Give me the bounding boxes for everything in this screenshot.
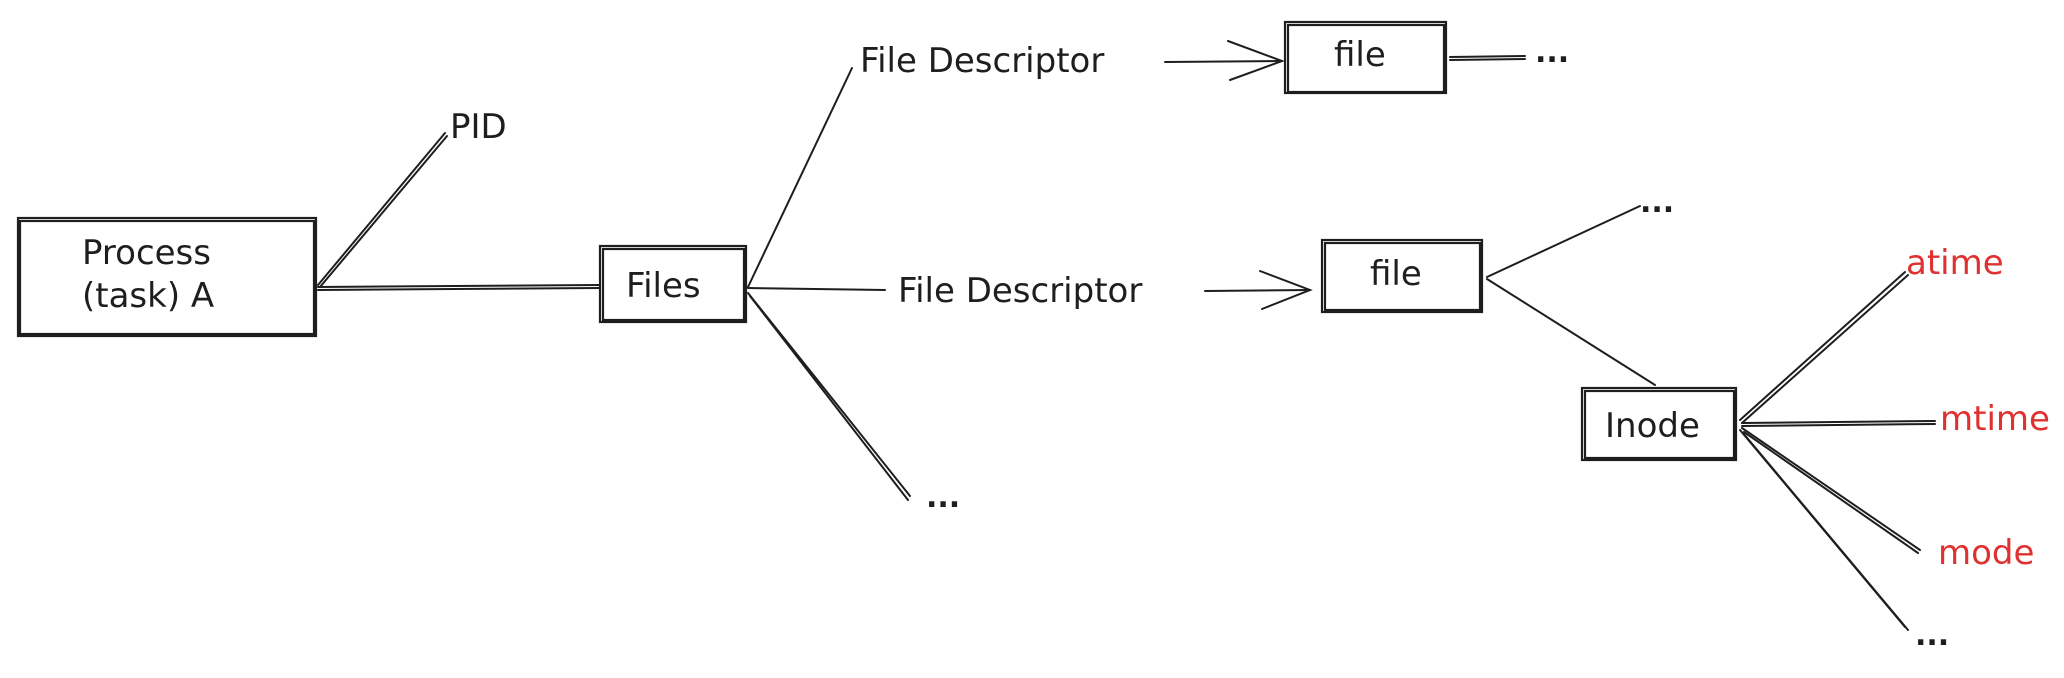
ellipsis-file-top: ... <box>1535 35 1569 70</box>
edge-file-mid-inode <box>1486 278 1656 386</box>
inode-box <box>1580 386 1738 462</box>
file-mid-box <box>1320 238 1484 314</box>
connectors <box>317 40 1936 631</box>
edge-file-mid-more <box>1486 205 1641 278</box>
file-top-label: file <box>1334 35 1386 75</box>
process-label-line1: Process <box>82 233 211 273</box>
edge-process-files <box>317 284 601 288</box>
edge-files-fd-mid <box>747 287 886 291</box>
files-label: Files <box>626 266 701 306</box>
mode-label: mode <box>1938 533 2034 573</box>
file-mid-label: file <box>1370 254 1422 294</box>
edge-inode-atime <box>1739 271 1906 421</box>
atime-label: atime <box>1906 243 2004 283</box>
fd-mid-label: File Descriptor <box>898 271 1142 311</box>
ellipsis-file-mid: ... <box>1640 185 1674 220</box>
process-box <box>16 216 318 338</box>
edge-inode-mtime <box>1741 420 1936 424</box>
files-box <box>598 244 748 324</box>
edge-inode-mode <box>1741 427 1921 551</box>
edge-files-fd-top <box>747 67 853 288</box>
mtime-label: mtime <box>1940 399 2050 439</box>
pid-label: PID <box>450 107 507 147</box>
file-top-box <box>1283 20 1448 95</box>
ellipsis-inode: ... <box>1915 618 1949 653</box>
fd-top-label: File Descriptor <box>860 41 1104 81</box>
inode-label: Inode <box>1605 406 1700 446</box>
arrow-fd-mid-file <box>1204 289 1311 292</box>
edge-file-top-more <box>1449 55 1526 58</box>
ellipsis-files: ... <box>926 480 960 515</box>
arrow-fd-top-file <box>1164 60 1283 63</box>
edge-process-pid <box>317 132 446 286</box>
process-label-line2: (task) A <box>82 276 214 316</box>
